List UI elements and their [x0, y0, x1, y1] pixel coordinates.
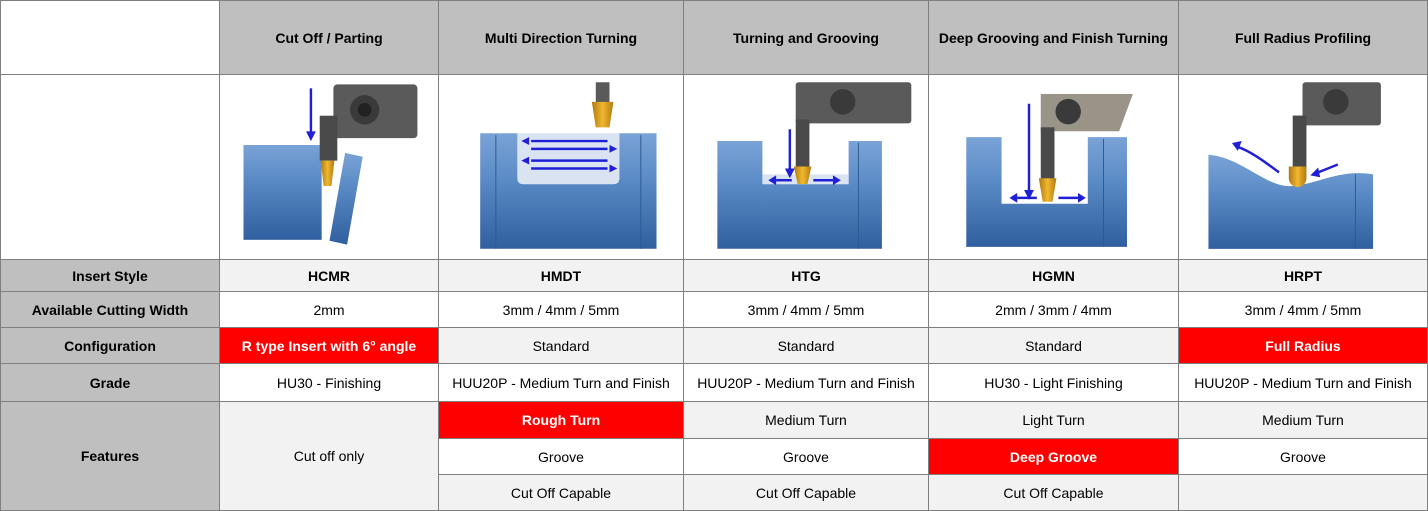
insert-icon — [320, 160, 335, 187]
feature-cell: Groove — [1178, 438, 1428, 475]
insert-style-cell: HMDT — [438, 259, 684, 292]
configuration-cell-highlight: R type Insert with 6° angle — [219, 327, 439, 364]
col-header-deep-grooving: Deep Grooving and Finish Turning — [928, 0, 1179, 75]
multi-direction-turning-diagram — [438, 74, 684, 260]
insert-icon — [1038, 178, 1057, 202]
row-configuration: Configuration R type Insert with 6° angl… — [0, 327, 1428, 364]
corner-cell — [0, 0, 220, 75]
clamp-screw-icon — [1055, 98, 1081, 125]
cutting-width-cell: 2mm — [219, 291, 439, 328]
tool-holder — [1040, 93, 1133, 132]
turning-grooving-diagram — [683, 74, 929, 260]
feature-cell: Light Turn — [928, 401, 1179, 439]
feature-cell: Cut off only — [219, 401, 439, 511]
insert-style-cell: HRPT — [1178, 259, 1428, 292]
col-header-multi-direction: Multi Direction Turning — [438, 0, 684, 75]
col-header-full-radius: Full Radius Profiling — [1178, 0, 1428, 75]
row-label-grade: Grade — [0, 363, 220, 402]
profile-arrow-icon — [1237, 145, 1280, 174]
row-label-insert-style: Insert Style — [0, 259, 220, 292]
feature-cell: Groove — [683, 438, 929, 475]
configuration-cell: Standard — [438, 327, 684, 364]
feature-cell-highlight: Rough Turn — [438, 401, 684, 439]
cut-off-parting-diagram — [219, 74, 439, 260]
insert-icon — [1288, 166, 1307, 188]
workpiece-body — [243, 145, 322, 240]
feature-cell-highlight: Deep Groove — [928, 438, 1179, 475]
feature-cell: Medium Turn — [683, 401, 929, 439]
workpiece-body — [966, 137, 1127, 247]
cutting-width-cell: 3mm / 4mm / 5mm — [1178, 291, 1428, 328]
grade-cell: HUU20P - Medium Turn and Finish — [683, 363, 929, 402]
row-grade: Grade HU30 - Finishing HUU20P - Medium T… — [0, 363, 1428, 402]
workpiece-body — [717, 141, 882, 249]
blade — [1040, 127, 1055, 183]
multi-direction-illustration — [480, 82, 657, 249]
parted-slice — [329, 152, 363, 245]
row-label-features: Features — [0, 401, 220, 511]
feature-cell: Medium Turn — [1178, 401, 1428, 439]
tool-holder — [595, 82, 610, 104]
col-header-turning-grooving: Turning and Grooving — [683, 0, 929, 75]
grade-cell: HU30 - Light Finishing — [928, 363, 1179, 402]
configuration-cell-highlight: Full Radius — [1178, 327, 1428, 364]
feature-cell: Cut Off Capable — [438, 474, 684, 511]
col-header-cut-off: Cut Off / Parting — [219, 0, 439, 75]
insert-icon — [793, 166, 812, 185]
blade — [1292, 115, 1307, 169]
row-label-cutting-width: Available Cutting Width — [0, 291, 220, 328]
insert-icon — [591, 101, 614, 128]
grade-cell: HUU20P - Medium Turn and Finish — [438, 363, 684, 402]
configuration-cell: Standard — [928, 327, 1179, 364]
full-radius-profiling-diagram — [1178, 74, 1428, 260]
feature-cell: Groove — [438, 438, 684, 475]
tool-path-arrows-icon — [531, 139, 608, 170]
turning-grooving-illustration — [717, 82, 912, 249]
grade-cell: HU30 - Finishing — [219, 363, 439, 402]
cutting-width-cell: 3mm / 4mm / 5mm — [438, 291, 684, 328]
workpiece-body — [1208, 154, 1374, 249]
deep-grooving-diagram — [928, 74, 1179, 260]
blade — [795, 119, 810, 171]
row-features-2: Groove Groove Deep Groove Groove — [1, 438, 1428, 475]
header-row: Cut Off / Parting Multi Direction Turnin… — [0, 0, 1428, 75]
configuration-cell: Standard — [683, 327, 929, 364]
corner-cell-images — [0, 74, 220, 260]
groove-material — [517, 133, 620, 185]
workpiece-body — [480, 133, 657, 249]
feature-cell: Cut Off Capable — [683, 474, 929, 511]
full-radius-illustration — [1208, 82, 1381, 249]
blade — [319, 115, 338, 161]
insert-style-cell: HGMN — [928, 259, 1179, 292]
row-label-configuration: Configuration — [0, 327, 220, 364]
insert-style-cell: HTG — [683, 259, 929, 292]
clamp-screw-icon — [830, 89, 856, 115]
illustration-row — [0, 74, 1428, 260]
clamp-screw-icon — [1323, 89, 1349, 115]
grade-cell: HUU20P - Medium Turn and Finish — [1178, 363, 1428, 402]
insert-style-cell: HCMR — [219, 259, 439, 292]
row-insert-style: Insert Style HCMR HMDT HTG HGMN HRPT — [0, 259, 1428, 292]
feature-cell-empty — [1178, 474, 1428, 511]
cut-off-illustration — [243, 84, 418, 245]
deep-grooving-illustration — [966, 93, 1133, 247]
row-features-1: Features Cut off only Rough Turn Medium … — [0, 401, 1428, 511]
cutting-width-cell: 3mm / 4mm / 5mm — [683, 291, 929, 328]
cutting-width-cell: 2mm / 3mm / 4mm — [928, 291, 1179, 328]
feature-cell: Cut Off Capable — [928, 474, 1179, 511]
row-cutting-width: Available Cutting Width 2mm 3mm / 4mm / … — [0, 291, 1428, 328]
row-features-3: Cut Off Capable Cut Off Capable Cut Off … — [1, 474, 1428, 511]
